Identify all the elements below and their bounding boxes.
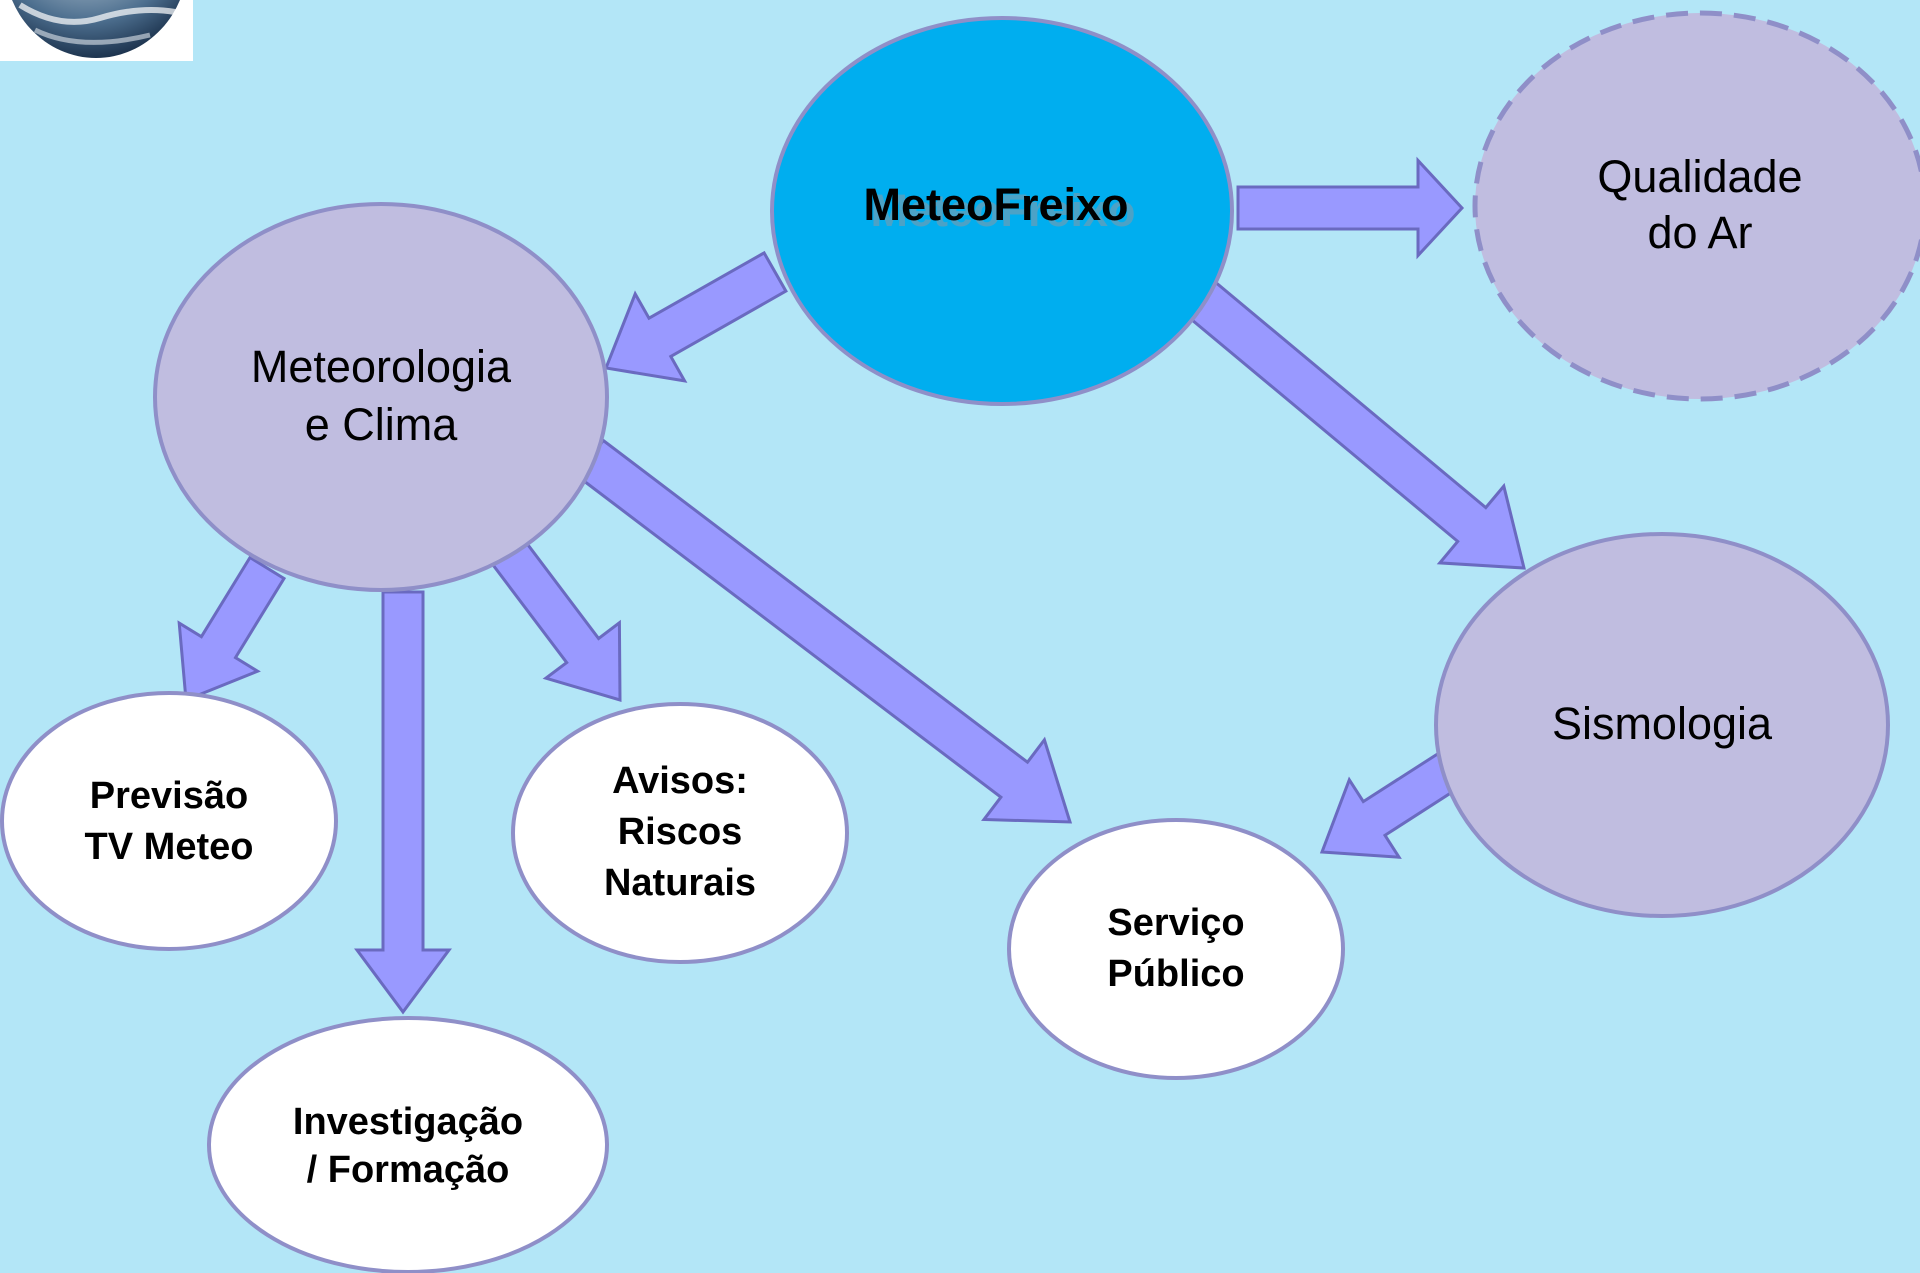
node-avisos-riscos: Avisos: Riscos Naturais <box>511 702 849 964</box>
node-servico-line-2: Público <box>1107 953 1244 995</box>
nodes-layer: MeteoFreixo MeteoFreixo Qualidade do Ar … <box>0 10 1920 1273</box>
node-previsao-line-2: TV Meteo <box>85 826 254 868</box>
node-meteofreixo-label: MeteoFreixo <box>863 179 1128 230</box>
earth-globe-icon <box>0 0 193 61</box>
arrow-meteorologia-to-avisos <box>484 530 622 703</box>
node-meteofreixo: MeteoFreixo MeteoFreixo <box>770 16 1234 406</box>
node-qualidade-ar-line-1: Qualidade <box>1597 151 1802 202</box>
node-investigacao-formacao: Investigação / Formação <box>207 1016 609 1273</box>
arrow-meteorologia-to-servico <box>574 438 1073 824</box>
node-avisos-line-1: Avisos: <box>612 760 748 802</box>
node-qualidade-ar: Qualidade do Ar <box>1472 10 1920 402</box>
node-sismologia-label: Sismologia <box>1552 698 1773 749</box>
node-previsao-line-1: Previsão <box>90 775 248 817</box>
node-servico-publico: Serviço Público <box>1007 818 1345 1080</box>
arrows-layer <box>177 156 1526 1015</box>
arrow-center-to-sismologia <box>1183 278 1526 570</box>
node-meteorologia-line-2: e Clima <box>305 399 459 450</box>
node-qualidade-ar-line-2: do Ar <box>1647 207 1752 258</box>
node-meteofreixo-label-shadow: MeteoFreixo <box>870 185 1135 236</box>
node-meteorologia-clima: Meteorologia e Clima <box>153 202 609 592</box>
node-investigacao-line-2: / Formação <box>307 1149 510 1191</box>
node-avisos-line-2: Riscos <box>618 811 743 853</box>
arrow-center-to-meteorologia <box>603 250 788 383</box>
node-meteorologia-line-1: Meteorologia <box>251 341 512 392</box>
arrow-meteorologia-to-previsao <box>177 555 287 703</box>
node-servico-line-1: Serviço <box>1107 902 1244 944</box>
node-sismologia: Sismologia <box>1434 532 1890 918</box>
node-avisos-line-3: Naturais <box>604 862 756 904</box>
arrow-meteorologia-to-investigacao <box>354 590 452 1015</box>
arrow-center-to-qualidade <box>1236 156 1465 260</box>
node-investigacao-line-1: Investigação <box>293 1101 523 1143</box>
node-previsao-tv-meteo: Previsão TV Meteo <box>0 691 338 951</box>
